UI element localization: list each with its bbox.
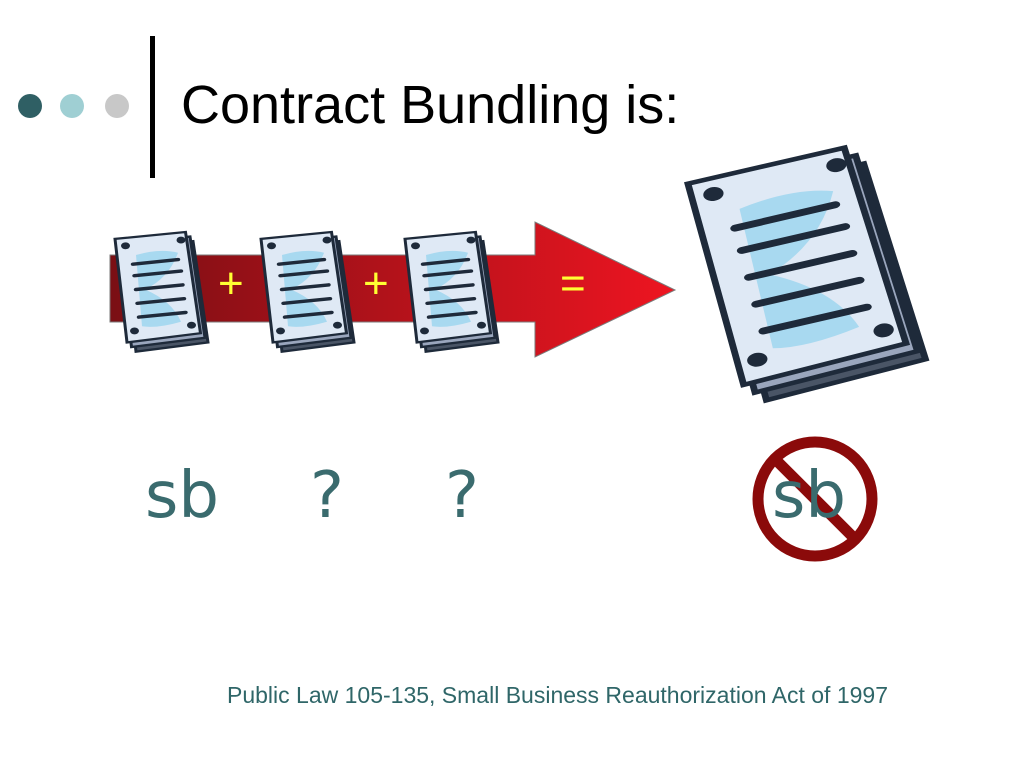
label-no-sb: sb xyxy=(772,459,846,533)
bundled-contract-icon xyxy=(686,141,928,407)
operator-equals: = xyxy=(560,259,586,308)
label-question-1: ? xyxy=(310,459,344,533)
slide-title: Contract Bundling is: xyxy=(181,75,680,135)
bullet-dot-dark xyxy=(18,94,42,118)
operator-plus-1: + xyxy=(218,259,244,308)
small-contract-icon-3 xyxy=(405,232,498,352)
small-contract-icon-1 xyxy=(115,232,208,352)
citation-text: Public Law 105-135, Small Business Reaut… xyxy=(227,682,889,708)
label-question-2: ? xyxy=(445,459,479,533)
bullet-dot-grey xyxy=(105,94,129,118)
small-contract-icon-2 xyxy=(261,232,354,352)
label-sb: sb xyxy=(145,459,219,533)
prohibition-icon xyxy=(752,436,878,562)
operator-plus-2: + xyxy=(363,259,389,308)
title-bullet-dots xyxy=(18,94,133,120)
bullet-dot-light xyxy=(60,94,84,118)
title-divider xyxy=(150,36,155,178)
